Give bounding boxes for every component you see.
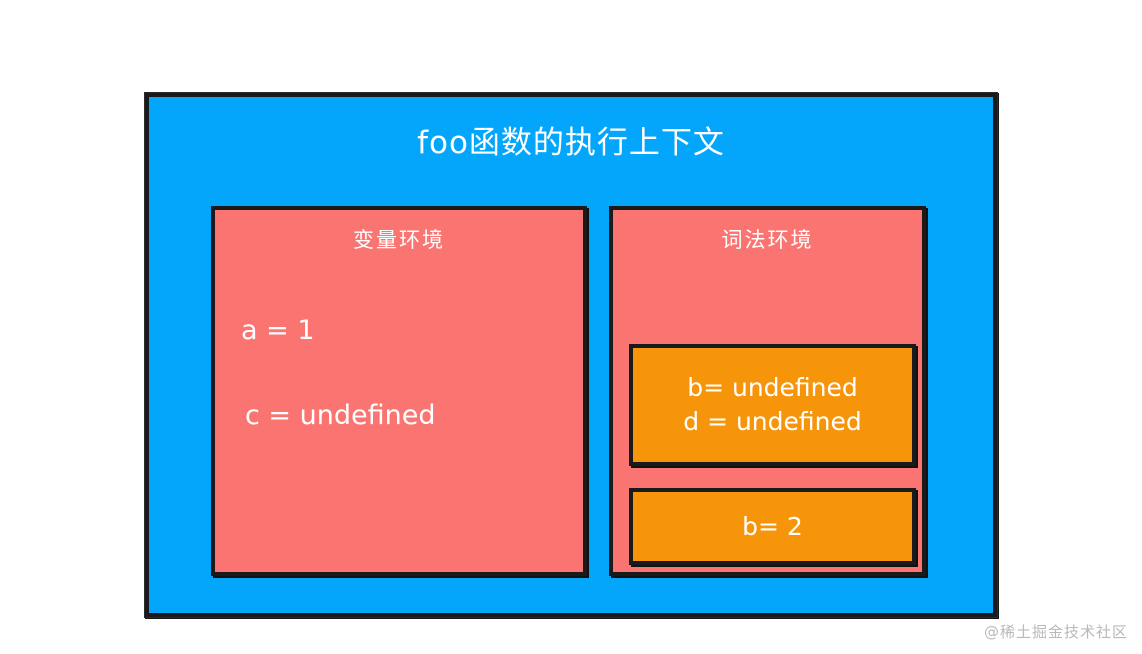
lexical-record-box: b= undefined d = undefined bbox=[629, 344, 916, 466]
variable-environment-panel: 变量环境 a = 1 c = undefined bbox=[211, 206, 587, 576]
record-line: b= undefined bbox=[687, 373, 858, 403]
variable-environment-entry: a = 1 bbox=[241, 315, 315, 346]
execution-context-title: foo函数的执行上下文 bbox=[417, 125, 725, 161]
lexical-environment-panel: 词法环境 b= undefined d = undefined b= 2 bbox=[609, 206, 926, 576]
record-line: b= 2 bbox=[742, 511, 803, 541]
record-line: d = undefined bbox=[683, 407, 862, 436]
lexical-record-box: b= 2 bbox=[629, 488, 916, 565]
watermark: @稀土掘金技术社区 bbox=[983, 623, 1128, 641]
variable-environment-title: 变量环境 bbox=[353, 228, 445, 252]
execution-context-box: foo函数的执行上下文 变量环境 a = 1 c = undefined 词法环… bbox=[145, 93, 997, 617]
lexical-environment-title: 词法环境 bbox=[721, 228, 814, 252]
variable-environment-entry: c = undefined bbox=[245, 400, 436, 431]
